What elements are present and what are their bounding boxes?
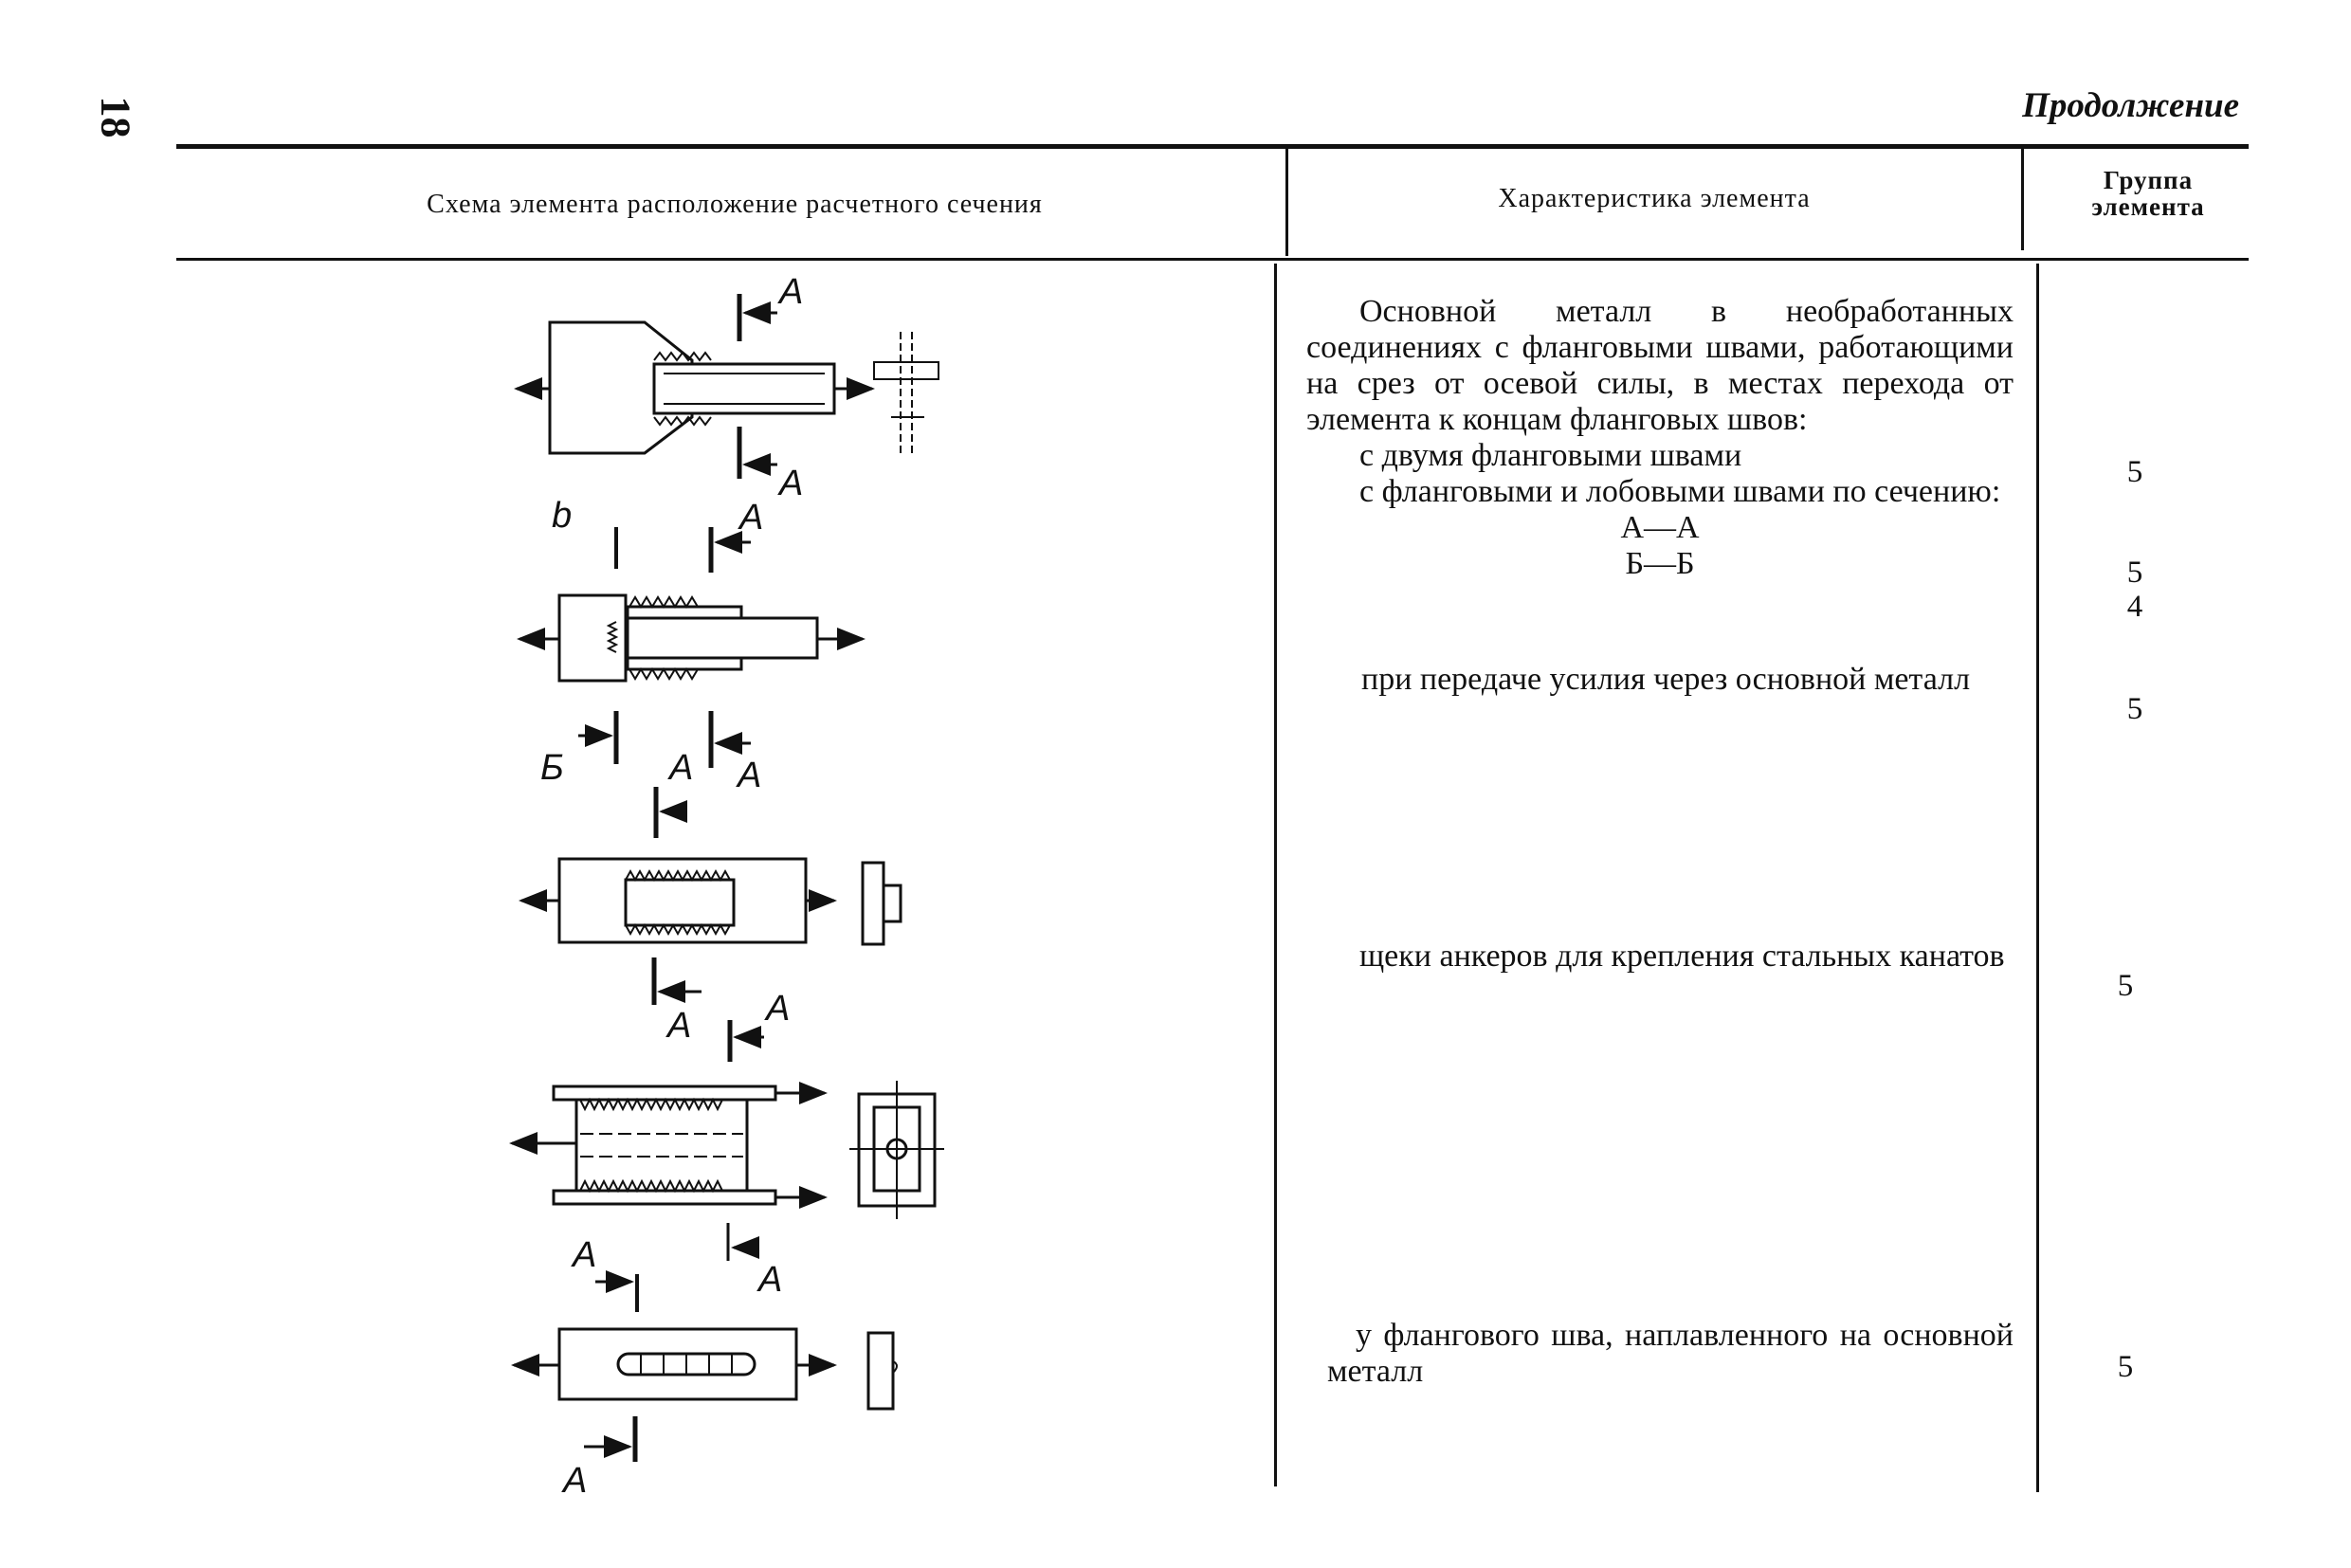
row1-section-aa: А—А: [1620, 510, 1700, 545]
column-divider-2: [2021, 144, 2024, 250]
scheme-anchor-cheeks: [509, 1020, 944, 1261]
group-two-flank: 5: [2126, 455, 2143, 489]
scheme-two-flank-welds: [514, 294, 939, 479]
row2-text: при передаче усилия через основной метал…: [1333, 662, 2014, 698]
scheme-deposited-weld: [511, 1270, 898, 1462]
row1-sub1: с двумя фланговыми швами: [1359, 438, 1742, 473]
label-bb2-bottom: Б: [540, 748, 564, 788]
row1-sub2: с фланговыми и лобовыми швами по сечению…: [1359, 474, 2001, 509]
column-divider-1-body: [1274, 264, 1277, 1486]
label-a1-bottom: А: [777, 464, 803, 503]
continuation-title: Продолжение: [2022, 86, 2239, 125]
row1-description: Основной металл в необработанных соедине…: [1306, 294, 2014, 437]
label-a2-top: А: [738, 498, 763, 538]
header-characteristic: Характеристика элемента: [1498, 184, 1811, 213]
row1-section-bb: Б—Б: [1625, 546, 1695, 581]
label-a4-bottom: А: [756, 1260, 782, 1300]
header-group-line1: Группа: [2103, 166, 2194, 194]
label-b2-top: b: [552, 496, 572, 536]
label-a5-top: А: [571, 1235, 596, 1275]
row4-description: у флангового шва, наплавленного на основ…: [1327, 1318, 2014, 1389]
row1-text: Основной металл в необработанных соедине…: [1306, 294, 2014, 582]
header-bottom-rule: [176, 258, 2249, 261]
label-a3-bottom: А: [665, 1006, 691, 1046]
group-base-metal: 5: [2126, 692, 2143, 726]
header-group: Группа элемента: [2025, 167, 2271, 220]
row4-text: у флангового шва, наплавленного на основ…: [1327, 1318, 2014, 1390]
scheme-base-metal-transfer: [519, 787, 902, 1005]
label-a1-top: А: [777, 272, 803, 312]
label-a5-bottom: А: [561, 1461, 587, 1501]
row3-text: щеки анкеров для крепления стальных кана…: [1331, 939, 2014, 975]
group-section-aa: 5: [2126, 556, 2143, 590]
column-divider-2-body: [2036, 264, 2039, 1492]
header-scheme: Схема элемента расположение расчетного с…: [427, 190, 1043, 219]
column-divider-1: [1285, 144, 1288, 256]
table-top-rule: [176, 144, 2249, 149]
group-section-bb: 4: [2126, 590, 2143, 624]
scheme-flank-frontal-welds: [517, 527, 866, 768]
label-a2-bottom-left: А: [667, 748, 693, 788]
row2-description: при передаче усилия через основной метал…: [1361, 662, 1971, 697]
label-a2-bottom-right: А: [736, 756, 761, 795]
group-anchor-cheeks: 5: [2117, 969, 2134, 1003]
label-a4-top: А: [764, 989, 790, 1029]
group-deposited-weld: 5: [2117, 1350, 2134, 1384]
row3-description: щеки анкеров для крепления стальных кана…: [1359, 939, 2005, 974]
header-group-line2: элемента: [2091, 192, 2205, 221]
schemes-drawing: А А b А Б А А А А А А А: [509, 272, 944, 1501]
